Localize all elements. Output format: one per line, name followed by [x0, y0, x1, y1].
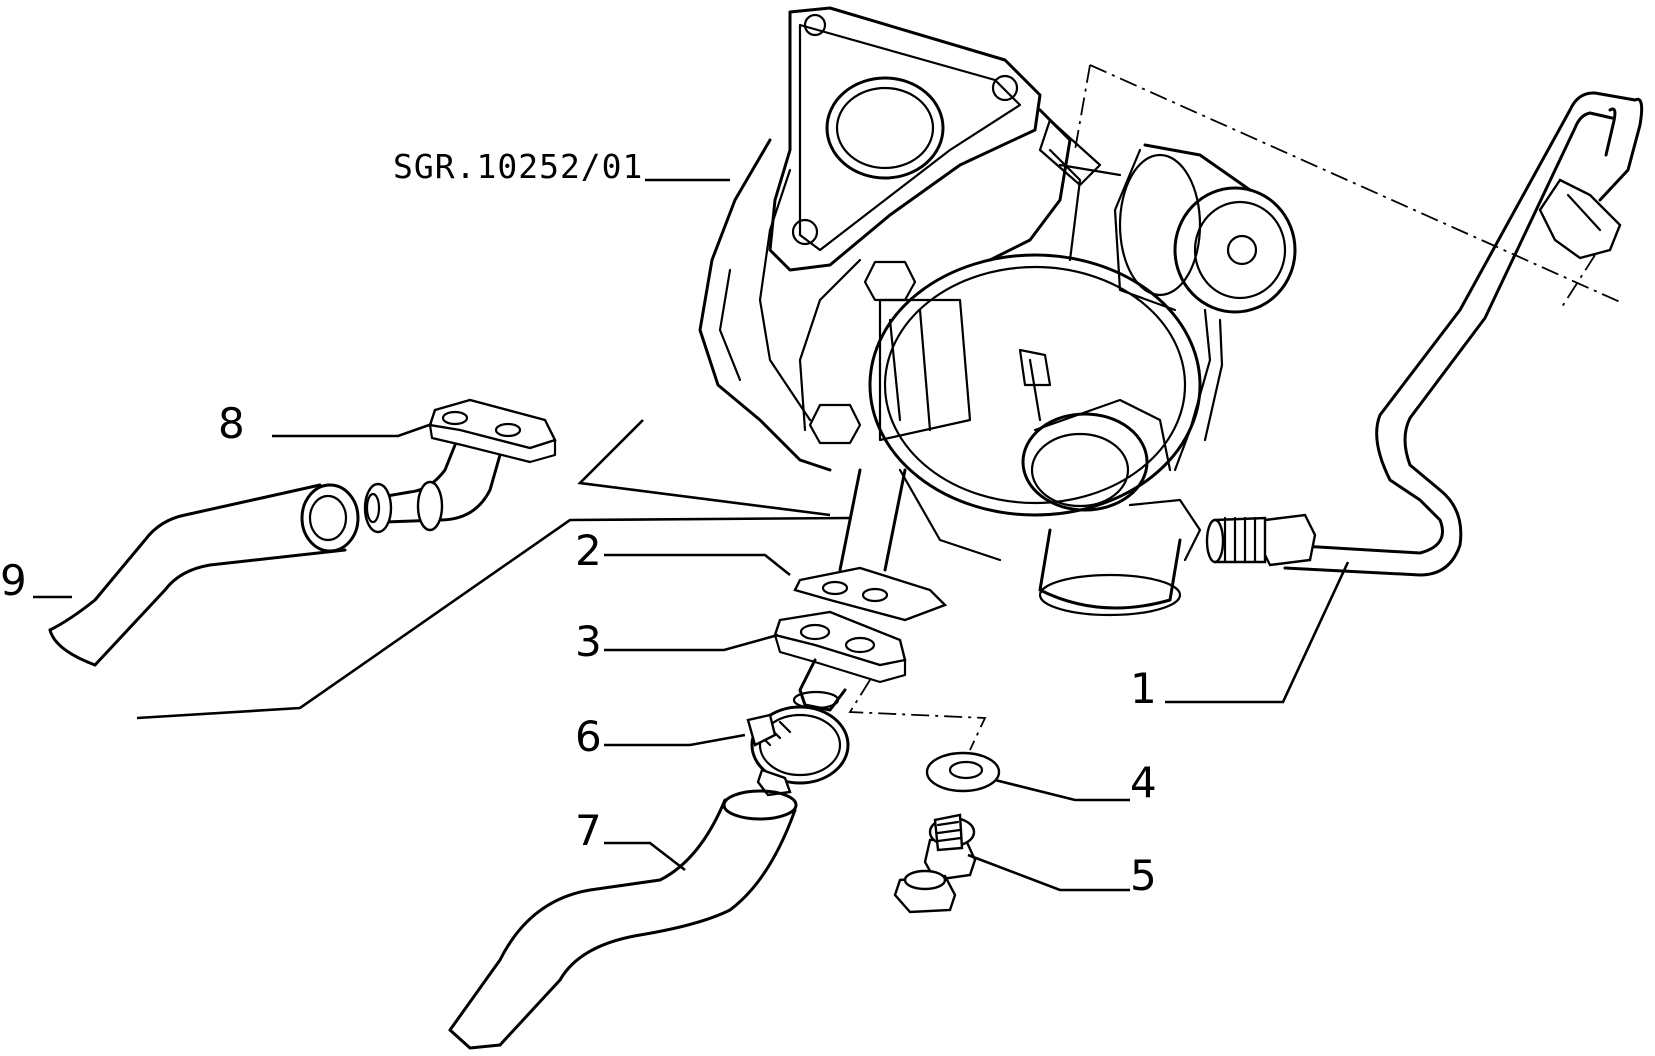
gasket-upper [793, 566, 948, 622]
leader-3 [604, 633, 779, 652]
oil-return-pipe [363, 398, 557, 534]
callout-6: 6 [575, 712, 602, 761]
hose-clamp [746, 705, 850, 797]
callout-4: 4 [1130, 758, 1157, 807]
oil-drain-hose [448, 789, 798, 1050]
leader-2 [604, 553, 791, 577]
return-hose [48, 483, 360, 667]
leader-1 [1165, 561, 1350, 704]
reference-code: SGR.10252/01 [393, 147, 643, 186]
leader-7 [604, 841, 686, 872]
callout-3: 3 [575, 617, 602, 666]
callout-5: 5 [1130, 851, 1157, 900]
sealing-washer [925, 751, 1001, 793]
leader-5 [967, 853, 1130, 892]
callout-numbers: 1 2 3 4 5 6 7 8 9 [0, 399, 1157, 900]
assembly-plane-lines [136, 419, 851, 720]
banjo-bolt [893, 813, 977, 914]
assembly-centerlines [848, 64, 1621, 751]
callout-leaders [33, 422, 1350, 892]
reference-code-group: SGR.10252/01 [393, 147, 730, 186]
callout-9: 9 [0, 556, 27, 605]
leader-4 [994, 778, 1130, 802]
leader-8 [272, 422, 433, 438]
callout-7: 7 [575, 806, 602, 855]
turbocharger-assembly [698, 6, 1297, 617]
oil-drain-flange [773, 610, 907, 712]
oil-feed-pipe [1205, 91, 1644, 577]
leader-6 [604, 733, 746, 747]
callout-1: 1 [1130, 664, 1157, 713]
callout-8: 8 [218, 399, 245, 448]
callout-2: 2 [575, 526, 602, 575]
